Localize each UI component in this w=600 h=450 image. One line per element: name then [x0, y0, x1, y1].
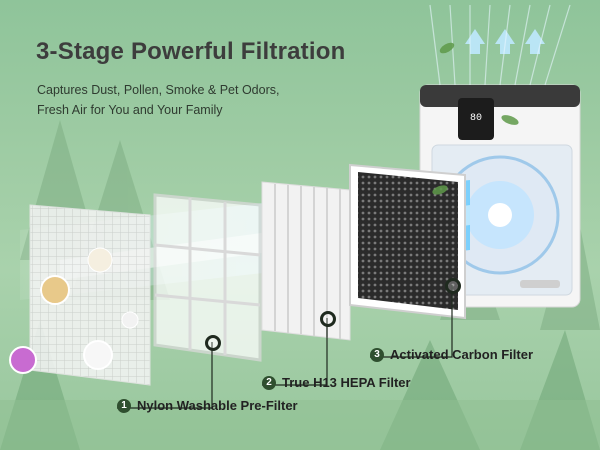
callout-number: 3 — [370, 347, 384, 362]
nylon-pre-filter — [9, 204, 151, 386]
purifier-display: 80 — [470, 113, 482, 124]
dust-particle-icon — [87, 247, 113, 273]
hepa-filter — [261, 181, 351, 341]
callout-pre-filter: 1 Nylon Washable Pre-Filter — [117, 398, 298, 413]
callout-number: 2 — [262, 375, 276, 390]
callout-marker-3 — [445, 278, 461, 294]
callout-label: Activated Carbon Filter — [390, 347, 534, 362]
callout-label: True H13 HEPA Filter — [282, 375, 411, 390]
pet-hair-icon — [83, 340, 113, 370]
callout-marker-1 — [205, 335, 221, 351]
callout-hepa-filter: 2 True H13 HEPA Filter — [262, 375, 411, 390]
callout-marker-2 — [320, 311, 336, 327]
page-subtitle: Captures Dust, Pollen, Smoke & Pet Odors… — [37, 80, 317, 120]
subtitle-line-1: Captures Dust, Pollen, Smoke & Pet Odors… — [37, 83, 280, 97]
carbon-filter — [349, 163, 466, 320]
pollen-icon — [40, 275, 70, 305]
subtitle-line-2: Fresh Air for You and Your Family — [37, 103, 223, 117]
flower-icon — [9, 346, 37, 374]
page-title: 3-Stage Powerful Filtration — [36, 38, 346, 65]
callout-carbon-filter: 3 Activated Carbon Filter — [370, 347, 533, 362]
leaf-icon — [432, 42, 519, 195]
pre-filter-frame — [153, 193, 262, 362]
callout-label: Nylon Washable Pre-Filter — [137, 398, 298, 413]
callout-number: 1 — [117, 398, 131, 413]
